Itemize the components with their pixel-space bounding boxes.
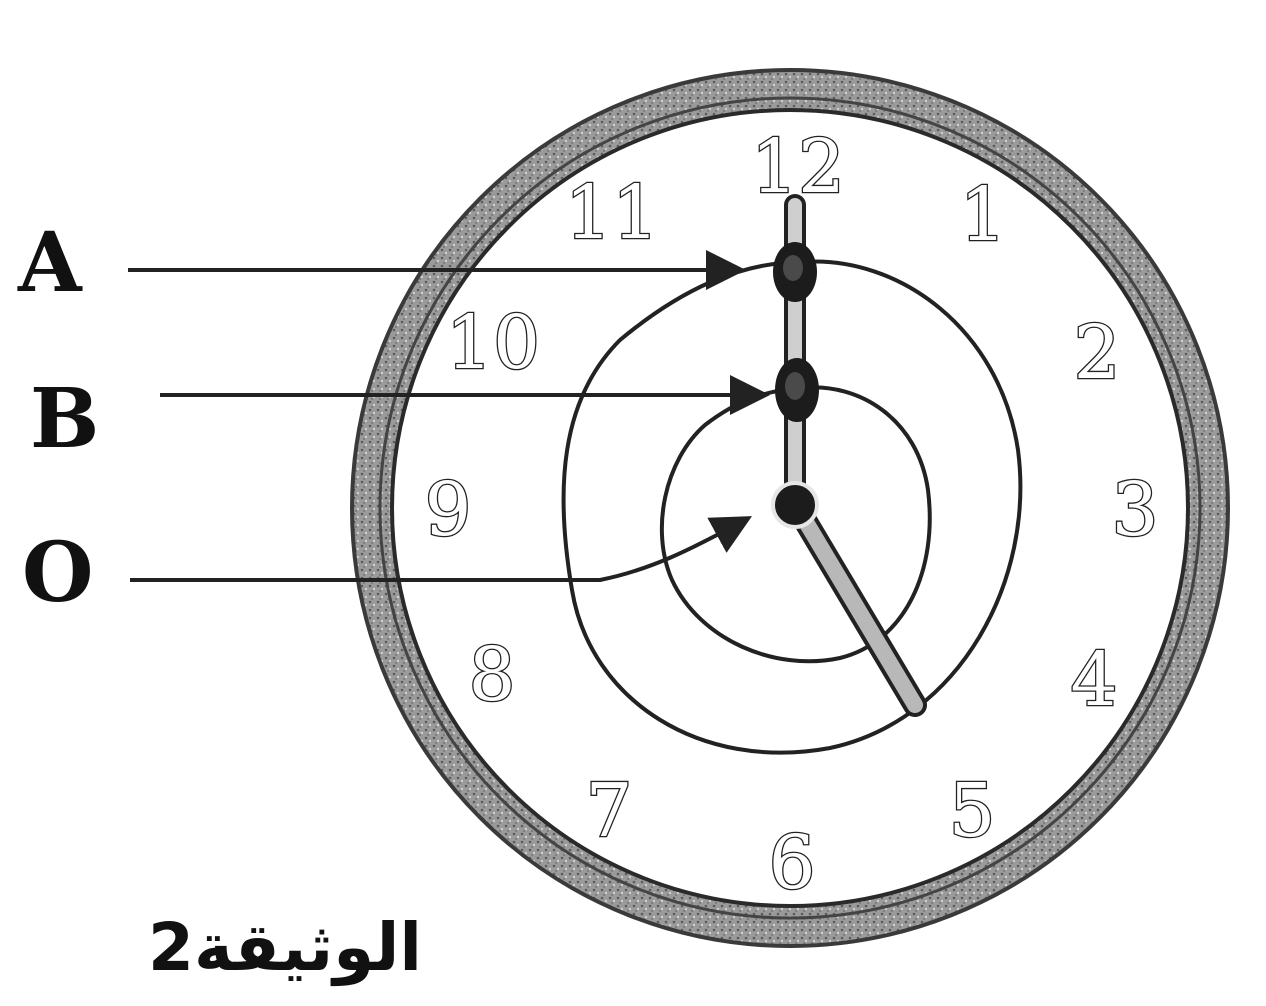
numeral-5: 5 (948, 768, 995, 854)
numeral-3: 3 (1111, 467, 1158, 553)
numeral-9: 9 (424, 467, 471, 553)
numeral-8: 8 (468, 632, 515, 718)
numeral-4: 4 (1070, 637, 1117, 723)
numeral-2: 2 (1073, 310, 1120, 396)
point-a-dot-highlight (783, 255, 803, 281)
label-b: B (30, 378, 99, 460)
center-o-dot (773, 483, 817, 527)
numeral-10: 10 (446, 300, 540, 386)
numeral-1: 1 (959, 172, 1006, 258)
label-o: O (22, 532, 93, 614)
label-a: A (18, 222, 82, 304)
numeral-11: 11 (565, 170, 659, 256)
numeral-6: 6 (768, 820, 815, 906)
point-b-dot-highlight (785, 372, 805, 400)
numeral-7: 7 (585, 768, 632, 854)
document-caption: الوثيقة2 (148, 915, 422, 981)
